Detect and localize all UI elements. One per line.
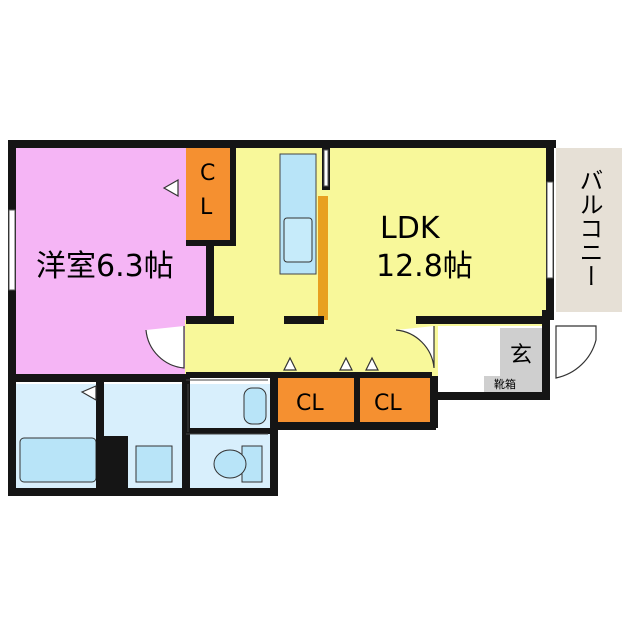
balcony-label: バルコニー <box>575 168 603 288</box>
sliding-tracks <box>186 379 268 435</box>
shoe-box <box>484 376 546 392</box>
kitchen-sink <box>283 217 313 263</box>
walls <box>8 140 556 496</box>
kitchen-stove-edge <box>318 196 328 320</box>
hallway <box>185 320 435 376</box>
washing-machine-pan <box>135 445 173 483</box>
closet-bedroom-label-c: C <box>200 161 215 186</box>
entrance-tile <box>500 328 546 376</box>
shoe-box-label: 靴箱 <box>494 377 516 391</box>
closet-hall-right-label: CL <box>374 391 402 416</box>
toilet-fixture <box>213 445 263 483</box>
western-room-label: 洋室6.3帖 <box>36 249 174 284</box>
closet-bedroom <box>186 146 232 242</box>
bathtub <box>19 437 97 483</box>
door-swings <box>80 178 597 402</box>
ldk-label-line1: LDK <box>380 211 441 246</box>
closet-hall-right <box>360 378 432 424</box>
closet-hall-left-label: CL <box>296 391 324 416</box>
closet-bedroom-label-l: L <box>200 195 213 220</box>
entrance-label: 玄 <box>510 343 532 368</box>
ldk-label-line2: 12.8帖 <box>376 249 473 284</box>
wash-basin <box>243 387 267 425</box>
closet-hall-left <box>278 378 354 424</box>
windows <box>8 149 554 291</box>
balcony-area <box>556 148 622 312</box>
